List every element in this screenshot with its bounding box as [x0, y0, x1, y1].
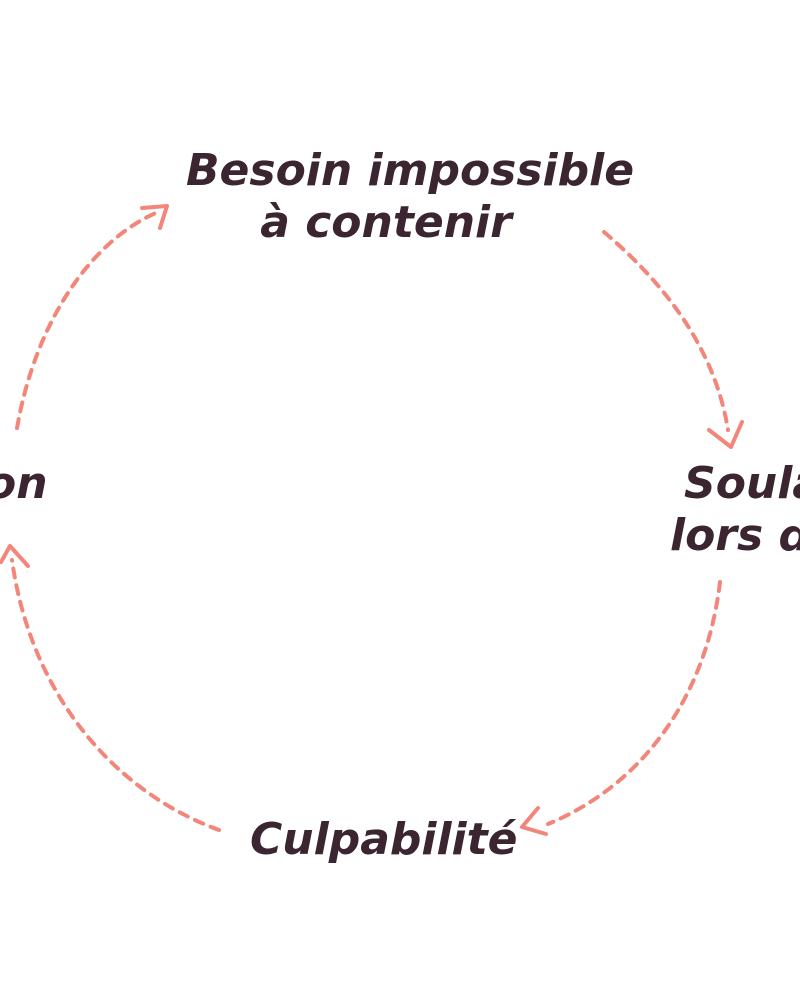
node-top-line-2: à contenir	[260, 197, 512, 248]
arrow-left-to-top-line	[15, 210, 160, 430]
node-bottom-line-1: Culpabilité	[250, 814, 518, 865]
arrow-bottom-to-left-line	[10, 558, 221, 832]
node-right-line-2: lors d	[670, 510, 800, 561]
arrow-right-to-bottom	[520, 580, 722, 836]
arrow-top-to-right	[602, 230, 744, 449]
arrow-right-to-bottom-head	[520, 806, 548, 836]
node-left-line-1: on	[0, 458, 48, 509]
arrow-bottom-to-left	[0, 544, 221, 832]
node-top-line-1: Besoin impossible	[186, 145, 635, 196]
arrow-top-to-right-head	[707, 420, 744, 449]
node-right-line-1: Soula	[684, 458, 800, 509]
arrow-right-to-bottom-line	[546, 580, 722, 826]
node-top-label: Besoin impossible à contenir	[186, 145, 635, 249]
arrow-left-to-top	[15, 204, 169, 430]
arrow-left-to-top-head	[140, 204, 169, 230]
node-right-label: Soula lors d	[670, 458, 800, 562]
arrow-top-to-right-line	[602, 230, 730, 432]
arrow-bottom-to-left-head	[0, 544, 30, 568]
node-left-label: on	[0, 458, 48, 510]
node-bottom-label: Culpabilité	[250, 814, 518, 866]
